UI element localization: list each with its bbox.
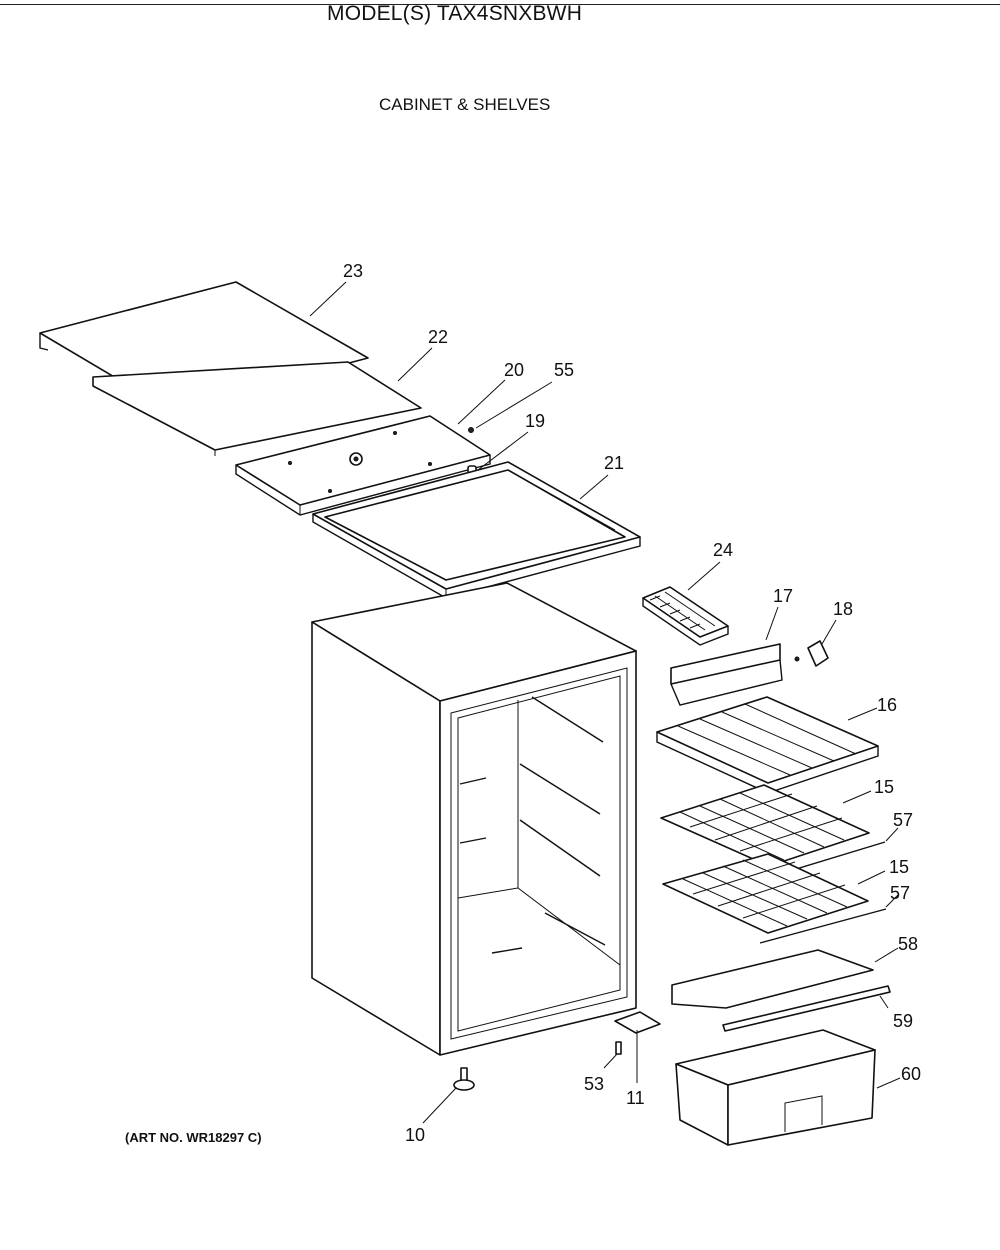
callout-22: 22 <box>428 327 448 347</box>
callout-21: 21 <box>604 453 624 473</box>
part-11-hinge <box>614 1011 661 1034</box>
callout-18: 18 <box>833 599 853 619</box>
callout-57-lower: 57 <box>890 883 910 903</box>
callout-15-lower: 15 <box>889 857 909 877</box>
part-18-bracket <box>794 640 829 667</box>
part-10-leveling-leg <box>453 1067 475 1091</box>
callout-11: 11 <box>626 1088 645 1108</box>
callout-16: 16 <box>877 695 897 715</box>
callout-57-upper: 57 <box>893 810 913 830</box>
part-53-screw <box>615 1041 622 1055</box>
part-59-rail <box>722 985 891 1032</box>
callout-53: 53 <box>584 1074 604 1094</box>
part-16-shelf <box>656 696 879 794</box>
callout-19: 19 <box>525 411 545 431</box>
leader-lines <box>309 281 901 1124</box>
callout-17: 17 <box>773 586 793 606</box>
part-60-crisper-pan <box>675 1029 876 1146</box>
part-15-wire-shelf-upper <box>660 784 870 867</box>
callout-60: 60 <box>901 1064 921 1084</box>
part-57-rail-lower <box>759 908 887 944</box>
callout-24: 24 <box>713 540 733 560</box>
callout-58: 58 <box>898 934 918 954</box>
part-21-frame <box>312 461 641 599</box>
part-24-ice-tray <box>642 586 729 646</box>
art-number: (ART NO. WR18297 C) <box>125 1130 262 1145</box>
part-17-shelf-front <box>670 643 783 706</box>
part-58-crisper-cover <box>671 949 874 1009</box>
callout-59: 59 <box>893 1011 913 1031</box>
model-title: MODEL(S) TAX4SNXBWH <box>327 2 583 25</box>
cabinet-body <box>311 582 637 1056</box>
part-22-panel <box>92 361 422 456</box>
callout-15-upper: 15 <box>874 777 894 797</box>
callout-55: 55 <box>554 360 574 380</box>
callout-20: 20 <box>504 360 524 380</box>
header-rule <box>0 4 1000 5</box>
callout-10: 10 <box>405 1125 425 1145</box>
callout-23: 23 <box>343 261 363 281</box>
part-55-screw <box>468 427 474 433</box>
section-title: CABINET & SHELVES <box>379 95 551 114</box>
part-15-wire-shelf-lower <box>662 853 869 934</box>
